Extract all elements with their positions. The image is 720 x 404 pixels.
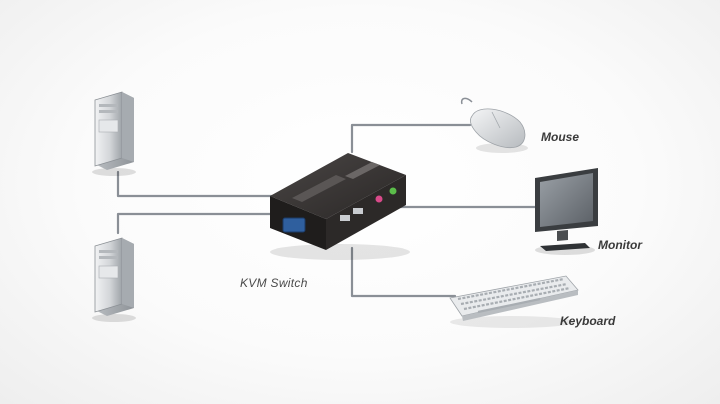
keyboard-label: Keyboard [560,314,616,328]
keyboard-icon [449,275,579,328]
cable-mouse [350,123,472,154]
cable-bottom-computer [116,212,277,235]
cables [116,123,547,298]
kvm-switch-icon [270,153,410,260]
mouse-icon [460,97,528,153]
tower-computer-icon [92,237,136,322]
kvm-switch-label: KVM Switch [240,276,308,290]
cable-keyboard [350,246,457,298]
cable-top-computer [116,170,277,198]
monitor-label: Monitor [598,238,642,252]
monitor-icon [535,168,598,255]
tower-computer-icon [92,91,136,176]
mouse-label: Mouse [541,130,580,144]
